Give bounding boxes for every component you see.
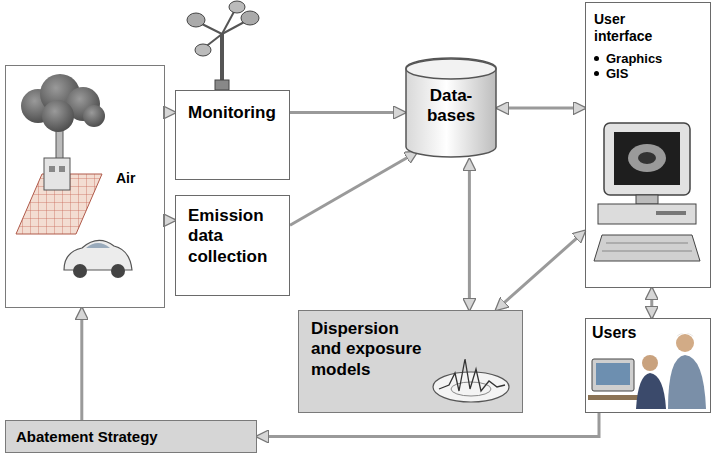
process-box: User interfaceGraphicsGIS — [585, 2, 711, 288]
text-row: Emission data collection — [188, 206, 281, 267]
database-cylinder: Data- bases — [405, 58, 497, 158]
flow-arrow — [496, 231, 585, 310]
flow-arrow — [165, 111, 175, 114]
computer-icon — [586, 3, 709, 286]
process-box: Dispersion and exposure models — [298, 310, 523, 413]
process-box: Users — [585, 318, 711, 413]
node-text: User interface — [594, 11, 684, 45]
flow-arrow — [290, 152, 417, 225]
text-row: User interface — [594, 11, 704, 51]
text-row: Monitoring — [188, 103, 281, 123]
flow-arrow — [497, 107, 585, 110]
text-row: Dispersion and exposure models — [311, 319, 514, 380]
text-row: Abatement Strategy — [16, 428, 158, 446]
text-row: GIS — [594, 66, 704, 82]
node-text: Dispersion and exposure models — [311, 319, 423, 380]
node-text: Emission data collection — [188, 206, 280, 267]
text-row: Air — [116, 170, 135, 187]
process-box: Air — [5, 65, 165, 308]
text-row: Data- bases — [409, 86, 493, 127]
air-illustration — [6, 66, 163, 306]
flow-arrow — [165, 219, 175, 222]
text-row: Users — [592, 323, 704, 342]
flow-arrow — [650, 288, 653, 318]
process-box: Abatement Strategy — [5, 420, 257, 453]
node-text: Air — [116, 170, 135, 187]
node-text: Monitoring — [188, 103, 276, 123]
node-text: Users — [592, 323, 636, 342]
flow-arrow — [468, 159, 471, 310]
bullet-dot — [594, 56, 599, 61]
flow-arrow — [290, 111, 405, 114]
flow-arrow — [257, 413, 599, 437]
text-row: Graphics — [594, 51, 704, 67]
process-box: Emission data collection — [175, 195, 290, 296]
node-text: Data- bases — [409, 86, 493, 127]
flow-arrow — [80, 308, 83, 420]
node-text: GIS — [606, 66, 628, 82]
node-text: Abatement Strategy — [16, 428, 158, 446]
node-text: Graphics — [606, 51, 662, 67]
process-box: Monitoring — [175, 90, 290, 180]
bullet-dot — [594, 71, 599, 76]
